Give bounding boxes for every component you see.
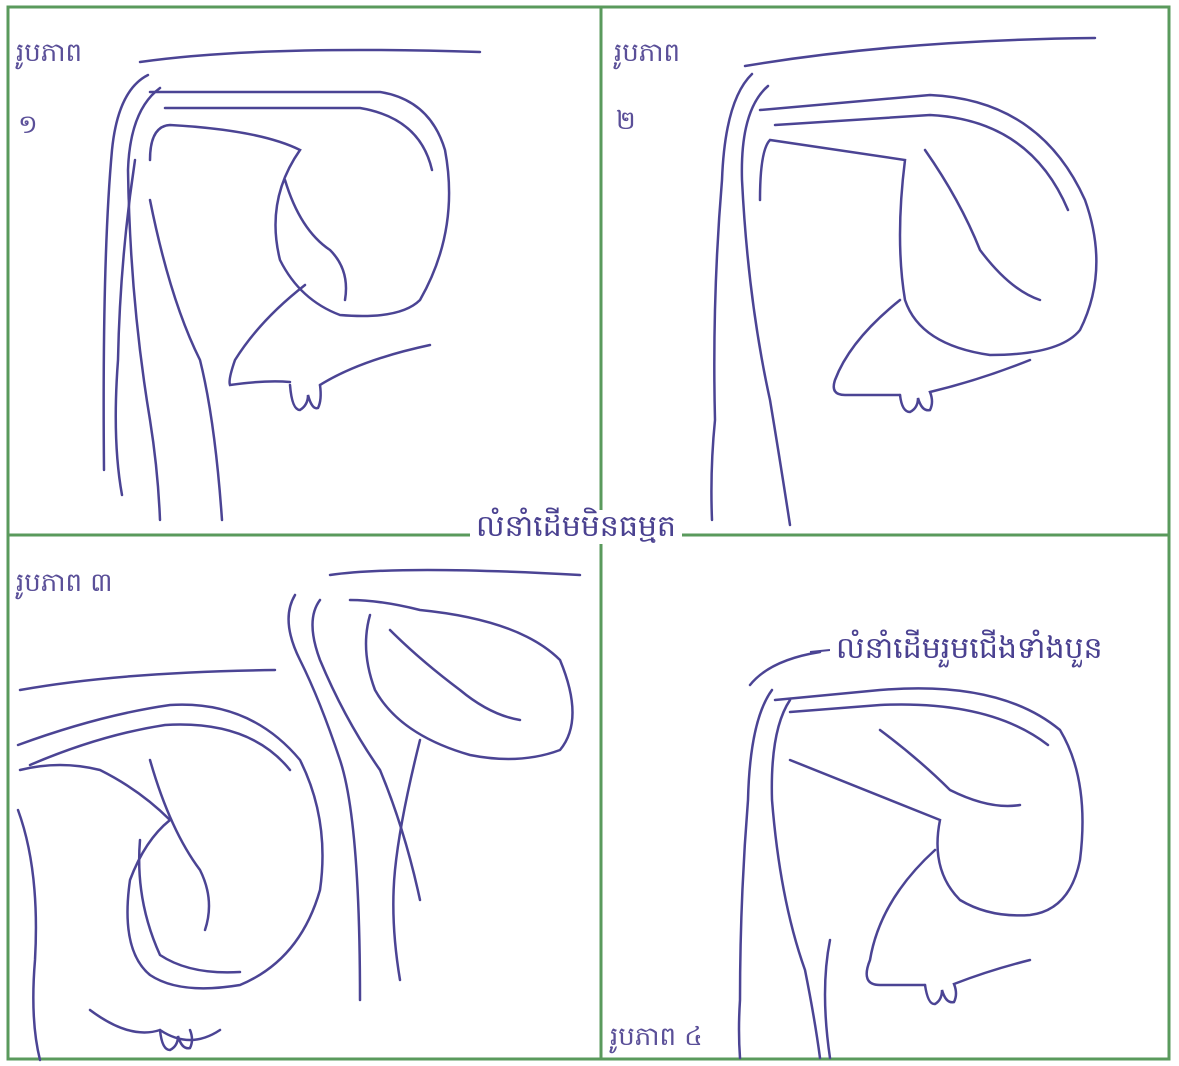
panel3-drawing: [18, 570, 580, 1060]
panel1-drawing: [104, 50, 480, 520]
panel2-drawing: [711, 38, 1096, 525]
caption-four-legs-presentation: លំនាំដើមរួមជើងទាំងបួន: [830, 632, 1109, 666]
panel1-label: រូបភាព: [16, 38, 82, 68]
panel2-number: ២: [616, 106, 636, 136]
panel1-number: ១: [18, 110, 38, 140]
panel2-label: រូបភាព: [614, 38, 680, 68]
panel4-drawing: [739, 652, 1083, 1058]
panel4-label: រូបភាព ៤: [610, 1022, 703, 1052]
caption-leader: [810, 650, 830, 652]
panel3-label: រូបភាព ៣: [16, 568, 113, 598]
caption-abnormal-presentation: លំនាំដើមមិនធម្មត: [470, 510, 682, 544]
